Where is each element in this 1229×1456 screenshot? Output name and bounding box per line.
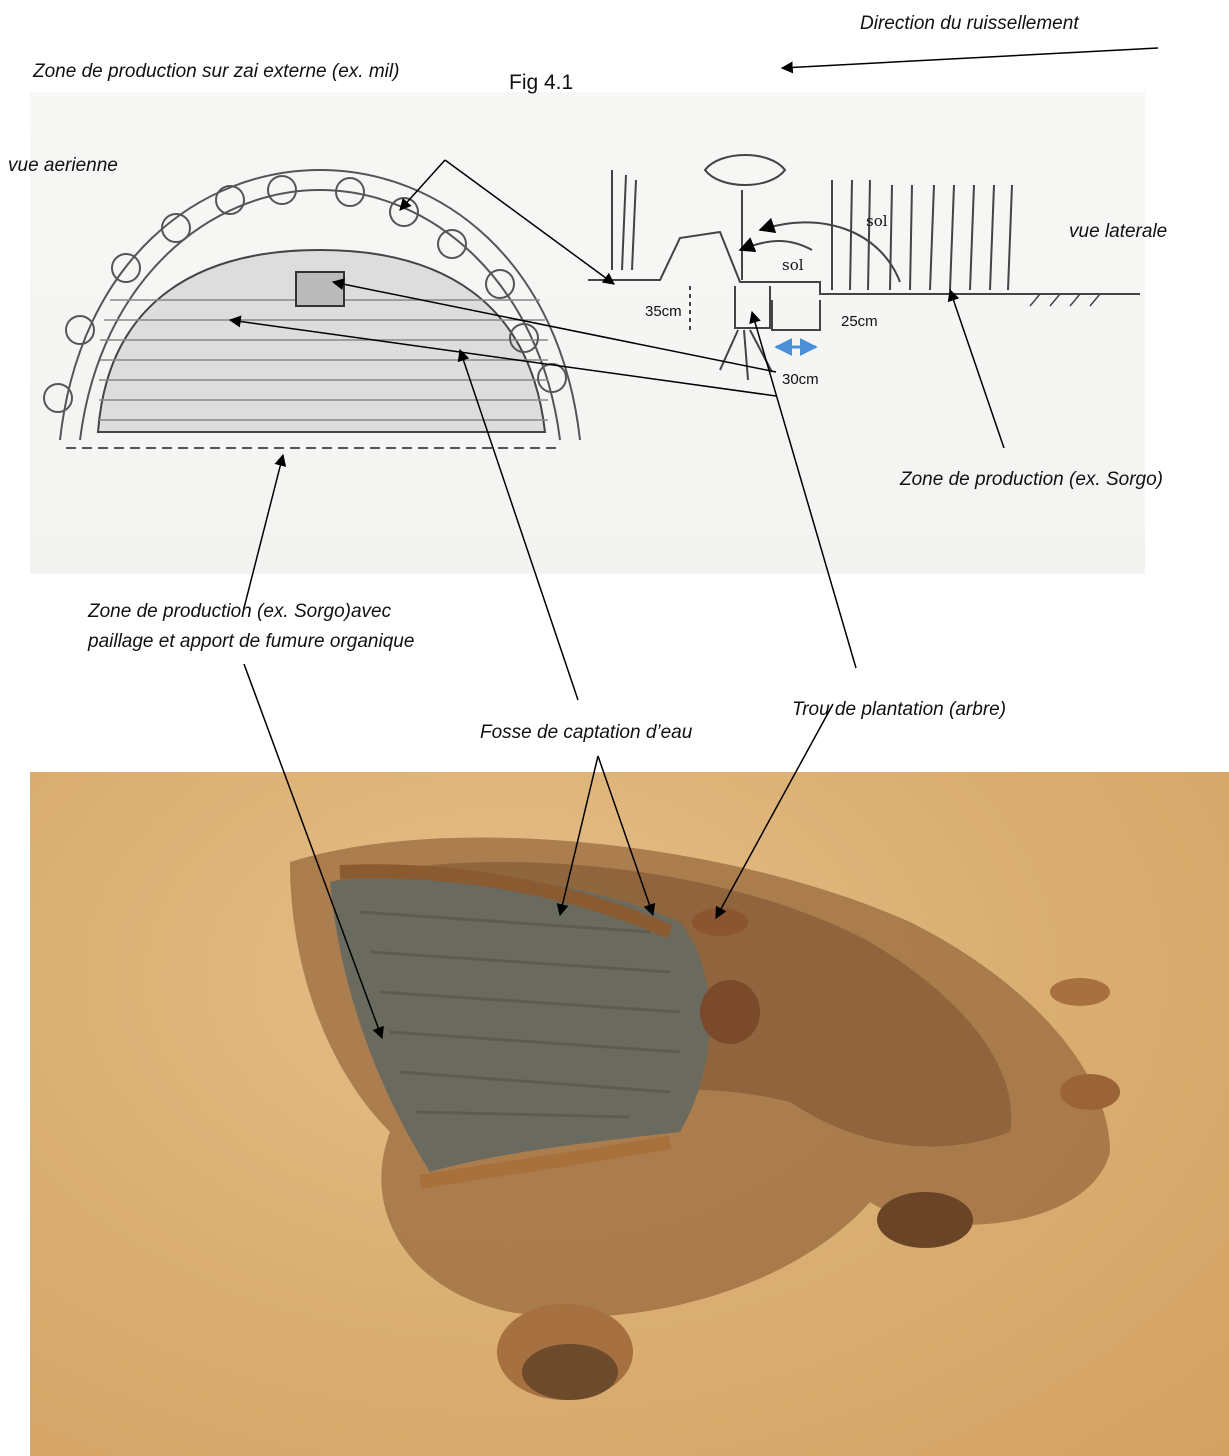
soil-arrow-big bbox=[760, 222, 900, 282]
leader-trou-side bbox=[752, 312, 856, 668]
ground-line bbox=[588, 232, 1140, 294]
side-view-sketch bbox=[588, 155, 1140, 380]
plant-hole bbox=[735, 286, 770, 328]
aerial-tree-pit bbox=[296, 272, 344, 306]
leader-fosse-photo-b bbox=[560, 756, 598, 915]
leader-fosse-photo-a bbox=[598, 756, 653, 915]
trou-label: Trou de plantation (arbre) bbox=[792, 698, 1006, 722]
dim-25cm: 25cm bbox=[841, 313, 878, 330]
leader-trou-photo bbox=[716, 704, 833, 918]
dim-35cm: 35cm bbox=[645, 303, 682, 320]
zone-mil-label: Zone de production sur zai externe (ex. … bbox=[33, 60, 399, 84]
vue-laterale-label: vue laterale bbox=[1069, 220, 1167, 244]
direction-arrow bbox=[782, 48, 1158, 68]
tree bbox=[705, 155, 785, 280]
figure-title: Fig 4.1 bbox=[509, 70, 573, 96]
zone-sorgo-left-label-2: paillage et apport de fumure organique bbox=[88, 630, 414, 654]
leader-zone-sorgo-aerial bbox=[244, 455, 283, 608]
leader-mil-aerial bbox=[400, 160, 445, 210]
leader-zone-sorgo-photo bbox=[244, 664, 382, 1038]
zone-sorgo-left-label-1: Zone de production (ex. Sorgo)avec bbox=[88, 600, 391, 624]
sorghum-left bbox=[612, 170, 636, 270]
dim-30cm: 30cm bbox=[782, 371, 819, 388]
soil-arrow-small bbox=[740, 241, 812, 250]
vue-aerienne-label: vue aerienne bbox=[8, 154, 118, 178]
catch-trench bbox=[772, 300, 820, 330]
direction-label: Direction du ruissellement bbox=[860, 12, 1079, 36]
leader-zone-sorgo-side bbox=[950, 290, 1004, 448]
aerial-view-sketch bbox=[44, 170, 580, 448]
sketch-sol-label-a: sol bbox=[866, 212, 888, 230]
sketch-sol-label-b: sol bbox=[782, 256, 804, 274]
fosse-label: Fosse de captation d’eau bbox=[480, 721, 692, 745]
zone-sorgo-right-label: Zone de production (ex. Sorgo) bbox=[900, 468, 1163, 492]
